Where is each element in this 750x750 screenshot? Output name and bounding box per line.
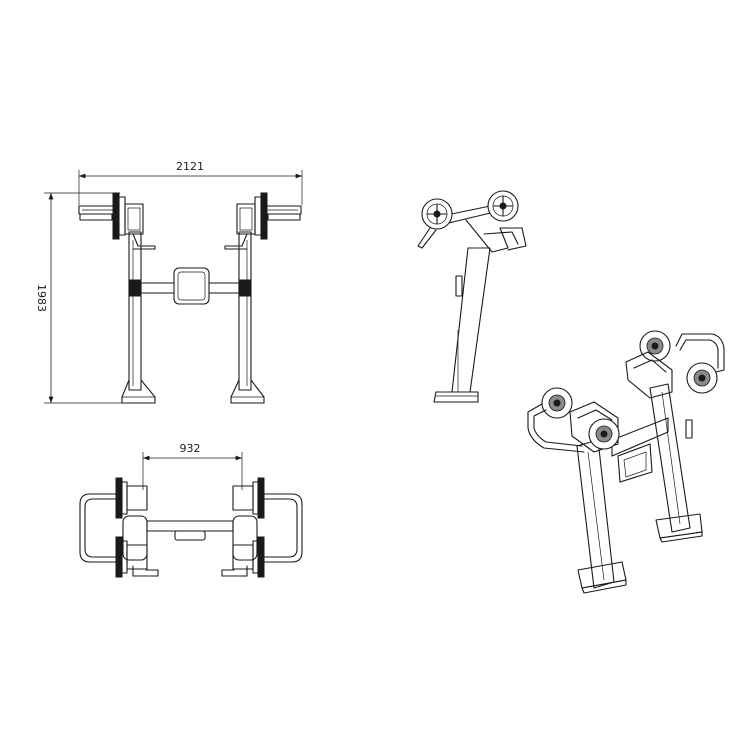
inner-width-dimension: 932 bbox=[142, 442, 243, 490]
top-view: 932 bbox=[79, 442, 303, 578]
side-view bbox=[417, 190, 527, 403]
front-view: 2121 1983 bbox=[35, 160, 303, 404]
isometric-view bbox=[527, 330, 725, 594]
width-dimension-label: 2121 bbox=[176, 160, 204, 173]
width-dimension: 2121 bbox=[78, 160, 303, 205]
height-dimension-label: 1983 bbox=[35, 284, 48, 312]
height-dimension: 1983 bbox=[35, 192, 125, 404]
inner-width-dimension-label: 932 bbox=[180, 442, 201, 455]
